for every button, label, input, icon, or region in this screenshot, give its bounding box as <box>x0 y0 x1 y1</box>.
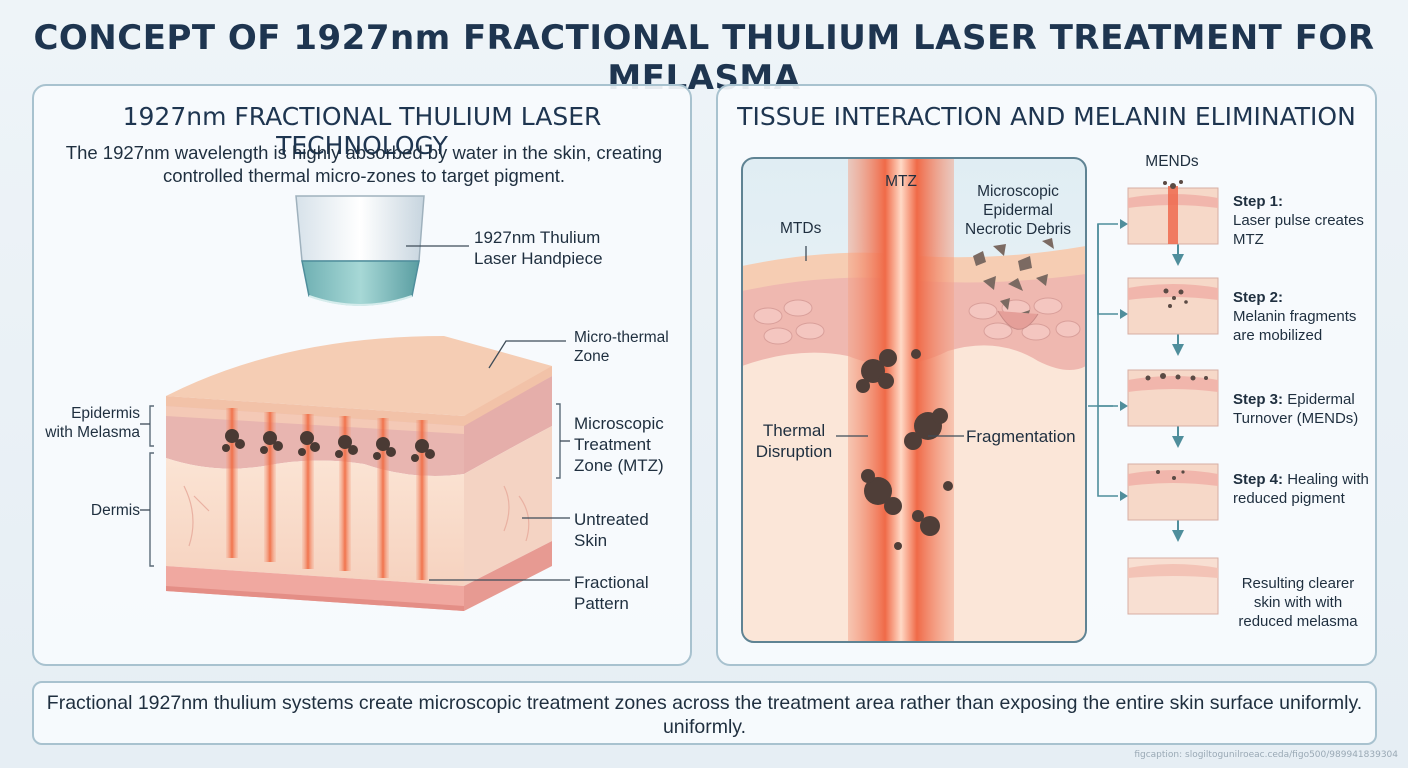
skin-block <box>166 336 552 611</box>
micro-thermal-zone-label: Micro-thermal Zone <box>574 329 669 365</box>
left-panel-title: 1927nm FRACTIONAL THULIUM LASER TECHNOLO… <box>122 102 602 160</box>
mends-label: MENDs <box>1145 153 1199 170</box>
laser-handpiece-icon <box>295 195 425 306</box>
thermal-disruption-label: Thermal Disruption <box>755 421 833 461</box>
fragmentation-label: Fragmentation <box>966 427 1076 446</box>
tissue-interaction-illustration <box>741 157 1219 643</box>
step-3-thumbnail <box>1127 369 1219 427</box>
leader-lines <box>140 245 570 581</box>
fractional-pattern-label: Fractional Pattern <box>574 573 649 613</box>
melanin-clusters <box>222 429 435 462</box>
debris-label: Microscopic Epidermal Necrotic Debris <box>965 183 1071 238</box>
mtz-column-label: MTZ <box>885 173 917 190</box>
step-4-thumbnail <box>1127 463 1219 521</box>
result-thumbnail <box>1127 557 1219 615</box>
step-3-text: Step 3: Epidermal Turnover (MENDs) <box>1233 391 1359 427</box>
step-arrows <box>1088 223 1118 497</box>
handpiece-label: 1927nm Thulium Laser Handpiece <box>474 228 603 268</box>
mtz-label: Microscopic Treatment Zone (MTZ) <box>574 414 664 475</box>
step-1-thumbnail <box>1127 180 1219 245</box>
skin-block-illustration <box>140 195 570 611</box>
result-text: Resulting clearer skin with with reduced… <box>1238 575 1358 630</box>
left-panel: 1927nm FRACTIONAL THULIUM LASER TECHNOLO… <box>32 84 692 666</box>
left-panel-description: The 1927nm wavelength is highly absorbed… <box>65 142 663 186</box>
step-thumbnails <box>1127 180 1219 615</box>
step-2-thumbnail <box>1127 277 1219 335</box>
right-panel-title: TISSUE INTERACTION AND MELANIN ELIMINATI… <box>737 102 1356 131</box>
untreated-skin-label: Untreated Skin <box>574 510 649 550</box>
right-panel: TISSUE INTERACTION AND MELANIN ELIMINATI… <box>716 84 1377 666</box>
figcaption: figcaption: slogiltogunilroeac.ceda/figo… <box>1134 750 1398 760</box>
dermis-label: Dermis <box>90 502 140 519</box>
mtds-label: MTDs <box>780 220 822 237</box>
epidermis-label: Epidermis with Melasma <box>45 405 140 441</box>
closeup-view <box>742 158 1086 642</box>
footer-note: Fractional 1927nm thulium systems create… <box>32 681 1377 745</box>
step-4-text: Step 4: Healing with reduced pigment <box>1233 471 1369 507</box>
step-1-text: Step 1:Laser pulse creates MTZ <box>1233 193 1364 248</box>
main-title: CONCEPT OF 1927nm FRACTIONAL THULIUM LAS… <box>33 18 1375 98</box>
step-2-text: Step 2:Melanin fragments are mobilized <box>1233 289 1357 344</box>
